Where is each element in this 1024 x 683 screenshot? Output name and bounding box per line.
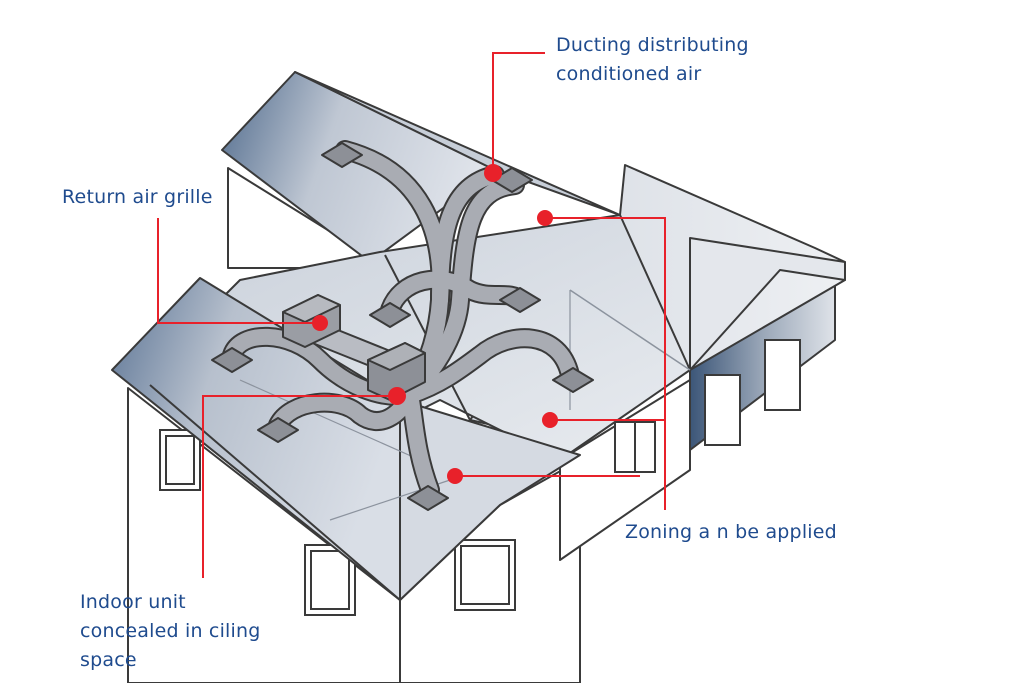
windows <box>159 339 801 616</box>
label-zoning: Zoning a n be applied <box>625 521 837 543</box>
label-indoor-unit-line-3: space <box>80 649 137 671</box>
label-ducting-line-1: Ducting distributing <box>556 34 749 56</box>
callout-dot-zoning-1 <box>537 210 553 226</box>
ducting <box>222 140 580 500</box>
label-indoor-unit: Indoor unit concealed in ciling space <box>80 588 261 675</box>
label-indoor-unit-line-2: concealed in ciling <box>80 620 261 642</box>
callout-indoor-unit-line <box>202 395 397 578</box>
indoor-unit <box>367 342 426 401</box>
callout-dot-indoor-unit <box>388 387 406 405</box>
label-ducting-line-2: conditioned air <box>556 63 702 85</box>
callout-zoning-line-a <box>545 217 666 510</box>
callout-dot-zoning-3 <box>447 468 463 484</box>
duct-outlets <box>211 142 594 511</box>
label-indoor-unit-line-1: Indoor unit <box>80 591 186 613</box>
callout-lines <box>157 52 666 578</box>
label-ducting: Ducting distributing conditioned air <box>556 31 749 89</box>
callout-ducting-line <box>492 52 545 173</box>
label-return-air-grille: Return air grille <box>62 186 213 208</box>
callout-dot-zoning-2 <box>542 412 558 428</box>
callout-dots <box>312 164 558 484</box>
callout-dot-return-grille <box>312 315 328 331</box>
callout-dot-ducting <box>484 164 502 182</box>
callout-return-grille-line <box>157 218 320 324</box>
